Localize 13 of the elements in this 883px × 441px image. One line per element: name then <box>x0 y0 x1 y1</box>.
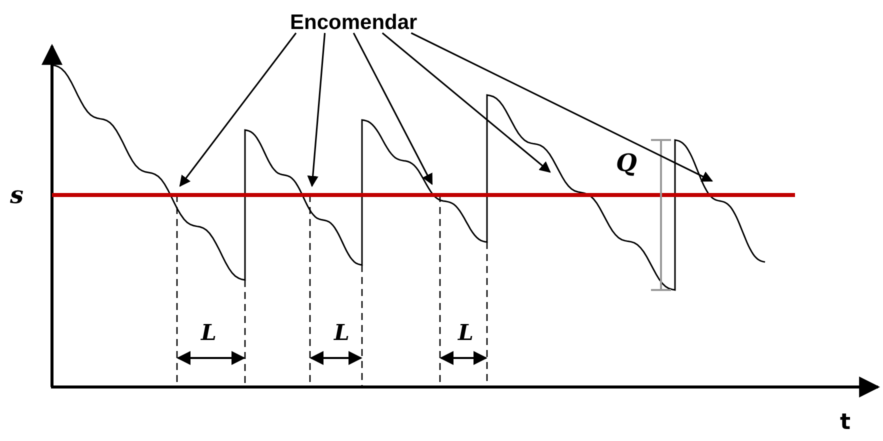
arrow <box>307 32 326 188</box>
variable-label: L <box>201 320 216 346</box>
variable-label: Q <box>616 148 637 177</box>
axis-label: t <box>840 410 851 435</box>
variable-label: s <box>10 180 24 209</box>
arrow <box>382 32 551 173</box>
variable-label: L <box>458 320 474 346</box>
callout-label: Encomendar <box>290 12 418 33</box>
inventory-curve <box>52 64 766 291</box>
arrow <box>410 32 713 182</box>
variable-label: L <box>334 320 350 346</box>
arrow <box>352 32 433 185</box>
arrow <box>179 32 297 187</box>
